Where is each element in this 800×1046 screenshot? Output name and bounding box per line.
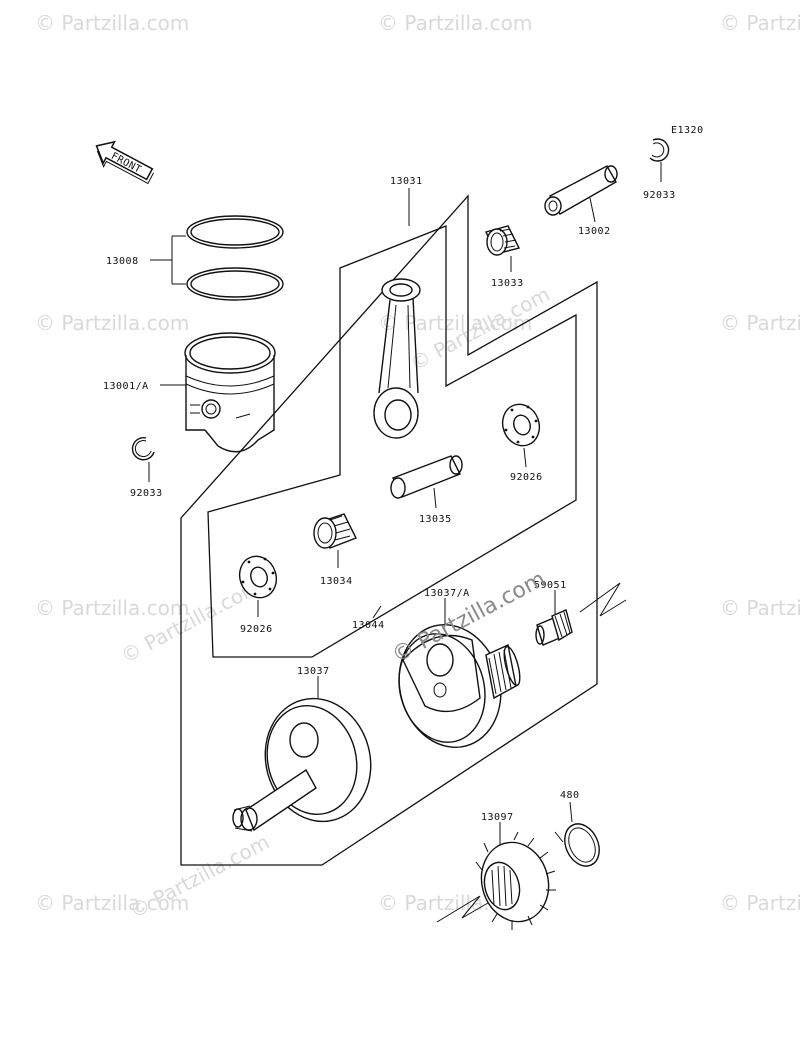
circlip-icon bbox=[649, 138, 670, 162]
piston-pin-icon bbox=[544, 165, 618, 216]
connecting-rod-frame bbox=[207, 225, 577, 658]
thrust-washer-icon bbox=[501, 403, 541, 447]
needle-bearing-icon bbox=[313, 513, 357, 549]
watermark: © Partzilla.com bbox=[720, 891, 800, 915]
needle-bearing-icon bbox=[485, 225, 521, 256]
watermark: © Partzilla.com bbox=[35, 11, 189, 35]
watermark: © Partzilla.com bbox=[720, 596, 800, 620]
part-label-13002: 13002 bbox=[578, 226, 611, 237]
watermark: © Partzilla.com bbox=[378, 11, 532, 35]
thrust-washer-icon bbox=[238, 555, 278, 599]
part-label-92033-left: 92033 bbox=[130, 488, 163, 499]
watermark: © Partzilla.com bbox=[35, 311, 189, 335]
front-arrow-icon: FRONT bbox=[95, 140, 154, 185]
part-label-92033-right: 92033 bbox=[643, 190, 676, 201]
watermark: © Partzilla.com bbox=[720, 11, 800, 35]
crankshaft-assembly-frame bbox=[180, 194, 598, 866]
watermark: © Partzilla.com bbox=[378, 311, 532, 335]
circlip-icon bbox=[131, 437, 155, 461]
part-label-13031: 13031 bbox=[390, 176, 423, 187]
crankshaft-half-icon bbox=[398, 624, 521, 748]
crank-pin-icon bbox=[390, 455, 463, 499]
diagram-code: E1320 bbox=[671, 125, 704, 136]
connecting-rod-icon bbox=[373, 278, 421, 439]
part-label-13033: 13033 bbox=[491, 278, 524, 289]
part-label-13097: 13097 bbox=[481, 812, 514, 823]
part-label-59051: 59051 bbox=[534, 580, 567, 591]
piston-ring-icon bbox=[186, 215, 284, 301]
part-label-13001a: 13001/A bbox=[103, 381, 149, 392]
drive-pinion-icon bbox=[535, 609, 573, 646]
piston-icon bbox=[184, 332, 276, 453]
part-label-13008: 13008 bbox=[106, 256, 139, 267]
part-label-480: 480 bbox=[560, 790, 580, 801]
part-label-13037: 13037 bbox=[297, 666, 330, 677]
crankshaft-half-icon bbox=[232, 697, 372, 832]
part-label-13035: 13035 bbox=[419, 514, 452, 525]
watermark-layer: © Partzilla.com © Partzilla.com © Partzi… bbox=[35, 11, 800, 923]
part-label-92026-right: 92026 bbox=[510, 472, 543, 483]
primary-gear-icon bbox=[475, 831, 556, 930]
watermark: © Partzilla.com bbox=[720, 311, 800, 335]
part-label-92026-left: 92026 bbox=[240, 624, 273, 635]
watermark: © Partzilla.com bbox=[35, 891, 189, 915]
circlip-icon bbox=[554, 823, 600, 867]
part-label-13044: 13044 bbox=[352, 620, 385, 631]
watermark: © Partzilla.com bbox=[126, 830, 274, 924]
part-label-13037a: 13037/A bbox=[424, 588, 470, 599]
part-label-13034: 13034 bbox=[320, 576, 353, 587]
watermark: © Partzilla.com bbox=[117, 574, 265, 668]
watermark: © Partzilla.com bbox=[35, 596, 189, 620]
